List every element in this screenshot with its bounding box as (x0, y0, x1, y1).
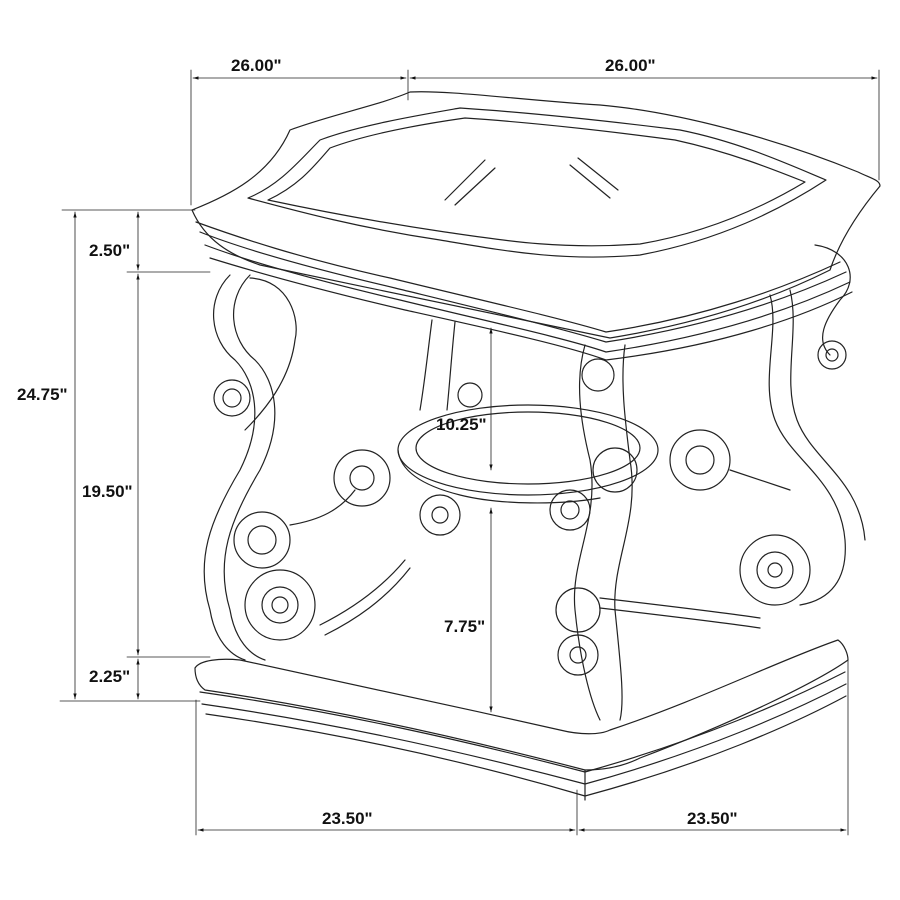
dimension-top-thickness: 2.50" (89, 241, 131, 260)
bottom-dimension-lines (195, 659, 849, 836)
round-shelf (397, 404, 659, 504)
left-dimension-lines (59, 209, 211, 702)
back-leg (419, 319, 483, 536)
dimension-base-thickness: 2.25" (89, 667, 131, 686)
left-front-leg (203, 274, 391, 661)
dimension-floor-to-shelf: 7.75" (444, 617, 486, 636)
right-back-leg (669, 244, 866, 606)
dimension-base-width-left: 23.50" (322, 809, 373, 828)
table-base (194, 639, 849, 801)
dimension-leg-height: 19.50" (82, 482, 133, 501)
top-dimension-lines (190, 69, 880, 206)
dimension-shelf-to-top: 10.25" (436, 415, 487, 434)
right-front-leg (549, 344, 638, 721)
dimension-top-width-right: 26.00" (605, 56, 656, 75)
dimension-base-width-right: 23.50" (687, 809, 738, 828)
dimension-overall-height: 24.75" (17, 385, 68, 404)
dimension-top-width-left: 26.00" (231, 56, 282, 75)
table-top (191, 91, 881, 361)
stretchers (319, 559, 761, 636)
